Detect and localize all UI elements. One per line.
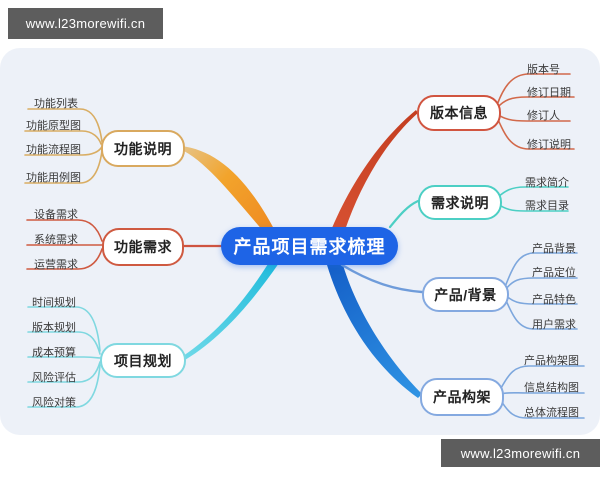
child-topic-time-planning[interactable]: 时间规划 [32,297,76,309]
topic-product-background[interactable]: 产品/背景 [422,277,509,312]
topic-project-planning[interactable]: 项目规划 [100,343,186,378]
child-topic-device-requirements[interactable]: 设备需求 [34,209,78,221]
topic-requirement-description[interactable]: 需求说明 [418,185,502,220]
child-topic-cost-budget[interactable]: 成本预算 [32,347,76,359]
child-topic-feature-flowchart[interactable]: 功能流程图 [26,144,81,156]
child-topic-revision-date[interactable]: 修订日期 [527,87,571,99]
watermark-top-left: www.l23morewifi.cn [8,8,163,39]
child-topic-risk-response[interactable]: 风险对策 [32,397,76,409]
topic-product-architecture[interactable]: 产品构架 [420,378,504,416]
child-topic-product-features[interactable]: 产品特色 [532,294,576,306]
child-topic-user-needs[interactable]: 用户需求 [532,319,576,331]
watermark-bottom-right: www.l23morewifi.cn [441,439,600,467]
child-lines-project-planning [27,306,101,408]
child-topic-ops-requirements[interactable]: 运营需求 [34,259,78,271]
branch-curve-product-background [340,263,424,294]
child-topic-feature-usecase[interactable]: 功能用例图 [26,172,81,184]
child-topic-overall-flowchart[interactable]: 总体流程图 [524,407,579,419]
child-topic-requirement-intro[interactable]: 需求简介 [525,177,569,189]
topic-feature-requirements[interactable]: 功能需求 [102,228,184,266]
central-topic[interactable]: 产品项目需求梳理 [221,227,398,265]
branch-curve-feature-description [180,146,274,232]
child-topic-feature-list[interactable]: 功能列表 [34,98,78,110]
child-topic-requirement-catalog[interactable]: 需求目录 [525,200,569,212]
child-topic-revised-by[interactable]: 修订人 [527,110,560,122]
child-lines-feature-requirements [26,219,103,270]
child-topic-architecture-diagram[interactable]: 产品构架图 [524,355,579,367]
topic-feature-description[interactable]: 功能说明 [101,130,185,167]
child-topic-product-background[interactable]: 产品背景 [532,243,576,255]
child-topic-system-requirements[interactable]: 系统需求 [34,234,78,246]
child-topic-version-planning[interactable]: 版本规划 [32,322,76,334]
child-topic-revision-notes[interactable]: 修订说明 [527,139,571,151]
child-topic-risk-assessment[interactable]: 风险评估 [32,372,76,384]
branch-curve-product-architecture [327,265,422,398]
branch-curve-project-planning [183,263,279,360]
topic-version-info[interactable]: 版本信息 [417,95,501,131]
child-topic-info-structure[interactable]: 信息结构图 [524,382,579,394]
child-topic-feature-prototype[interactable]: 功能原型图 [26,120,81,132]
branch-curve-requirement-description [388,199,420,229]
branch-curve-version-info [332,110,418,230]
child-topic-product-positioning[interactable]: 产品定位 [532,267,576,279]
child-topic-version-number[interactable]: 版本号 [527,64,560,76]
